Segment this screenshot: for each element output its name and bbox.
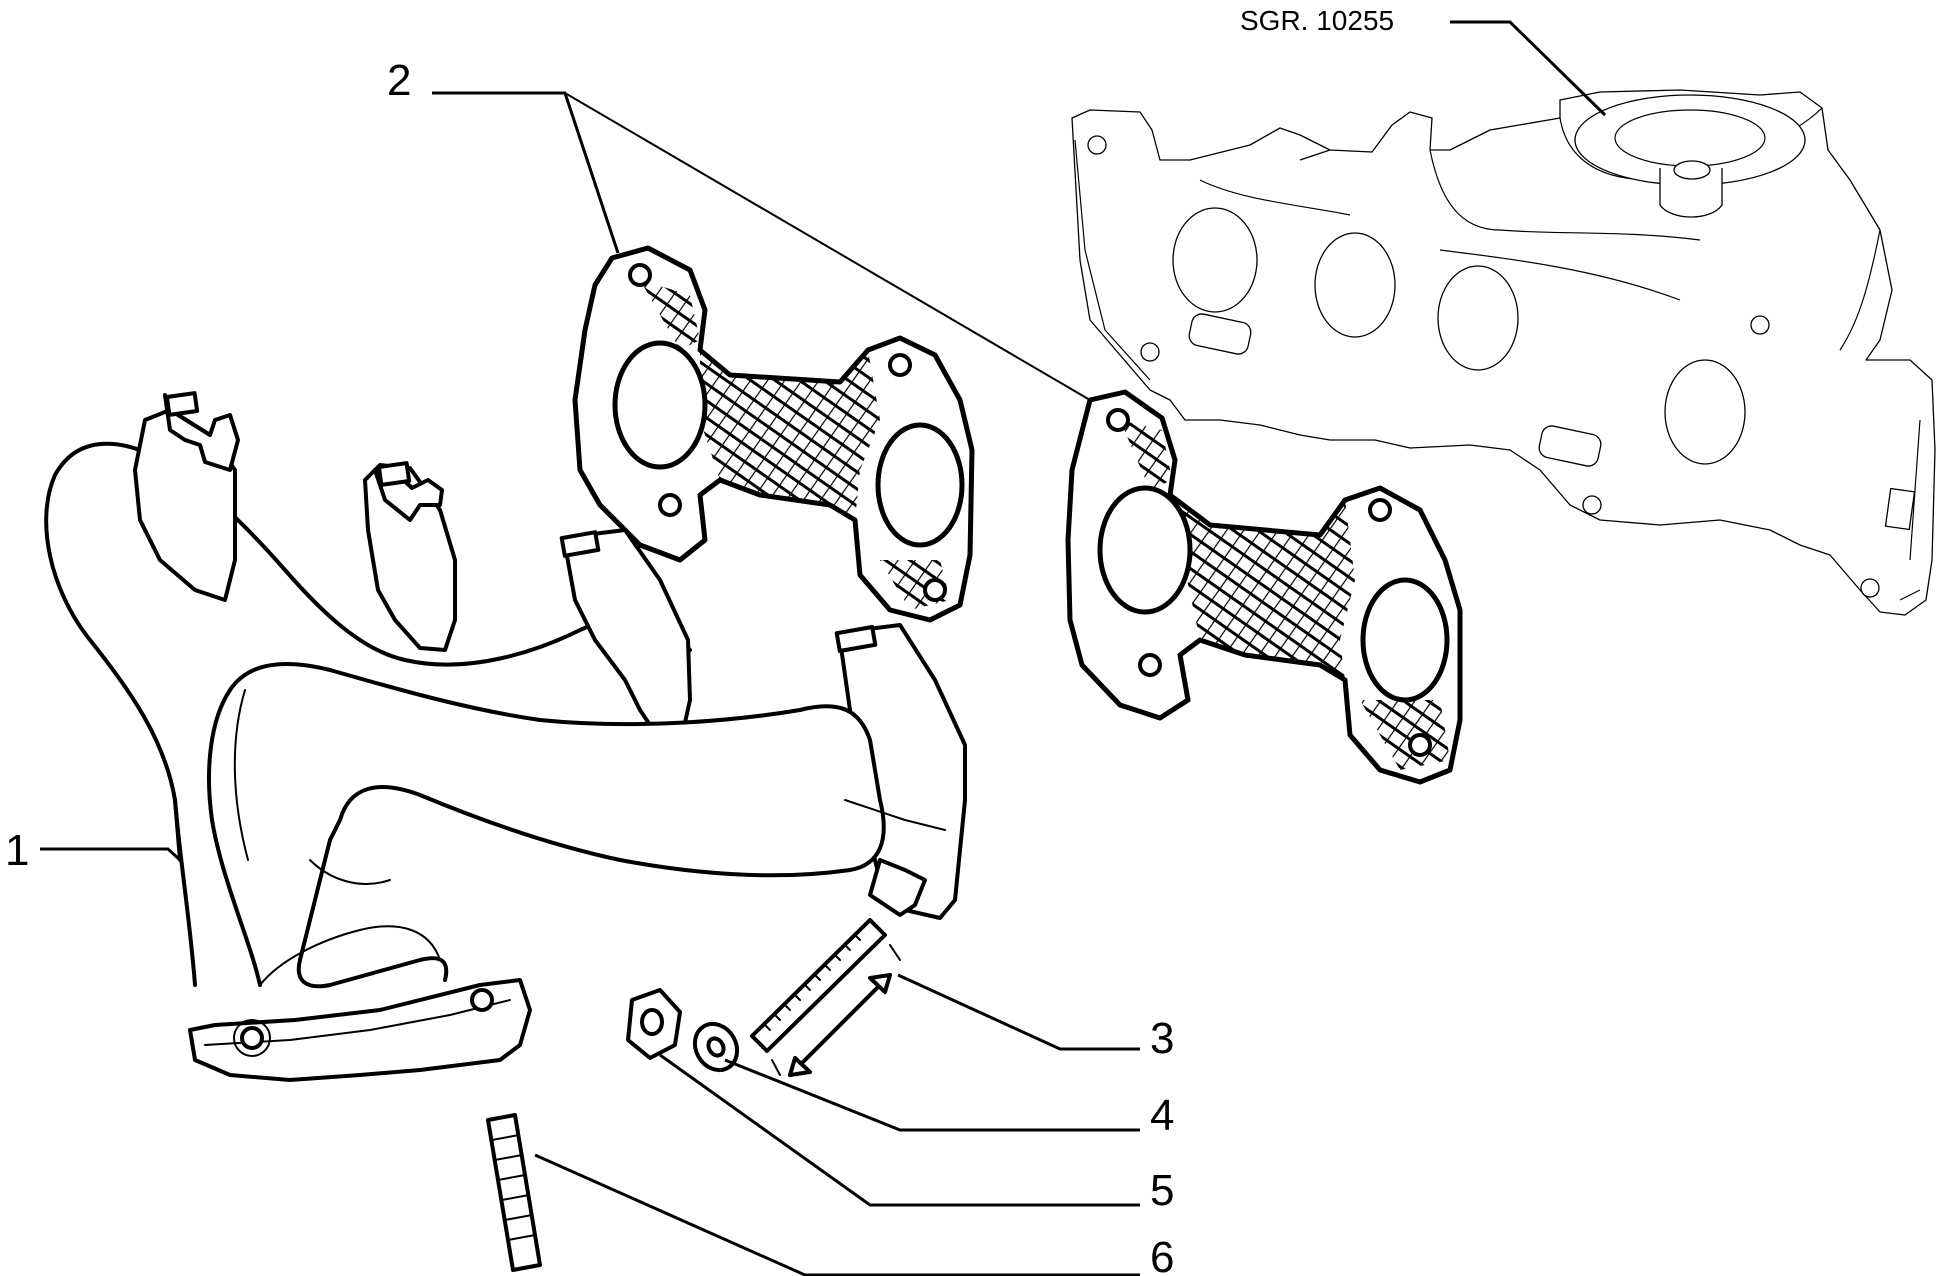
gasket-left xyxy=(572,245,975,623)
callout-2: 2 xyxy=(387,56,411,105)
stud-bolt-3 xyxy=(750,918,901,1077)
reference-code: SGR. 10255 xyxy=(1240,5,1394,36)
nut-5 xyxy=(626,988,682,1060)
gasket-right xyxy=(1065,389,1463,785)
callout-3: 3 xyxy=(1150,1014,1174,1063)
reference-manifold-outline xyxy=(1071,89,1936,616)
callout-5: 5 xyxy=(1150,1166,1174,1215)
callout-1: 1 xyxy=(5,826,29,875)
washer-4 xyxy=(692,1021,740,1073)
callout-6: 6 xyxy=(1150,1233,1174,1276)
exhaust-manifold xyxy=(44,391,967,1082)
callout-4: 4 xyxy=(1150,1091,1174,1140)
leader-lines xyxy=(40,20,1607,1276)
stud-bolt-6 xyxy=(486,1113,542,1272)
